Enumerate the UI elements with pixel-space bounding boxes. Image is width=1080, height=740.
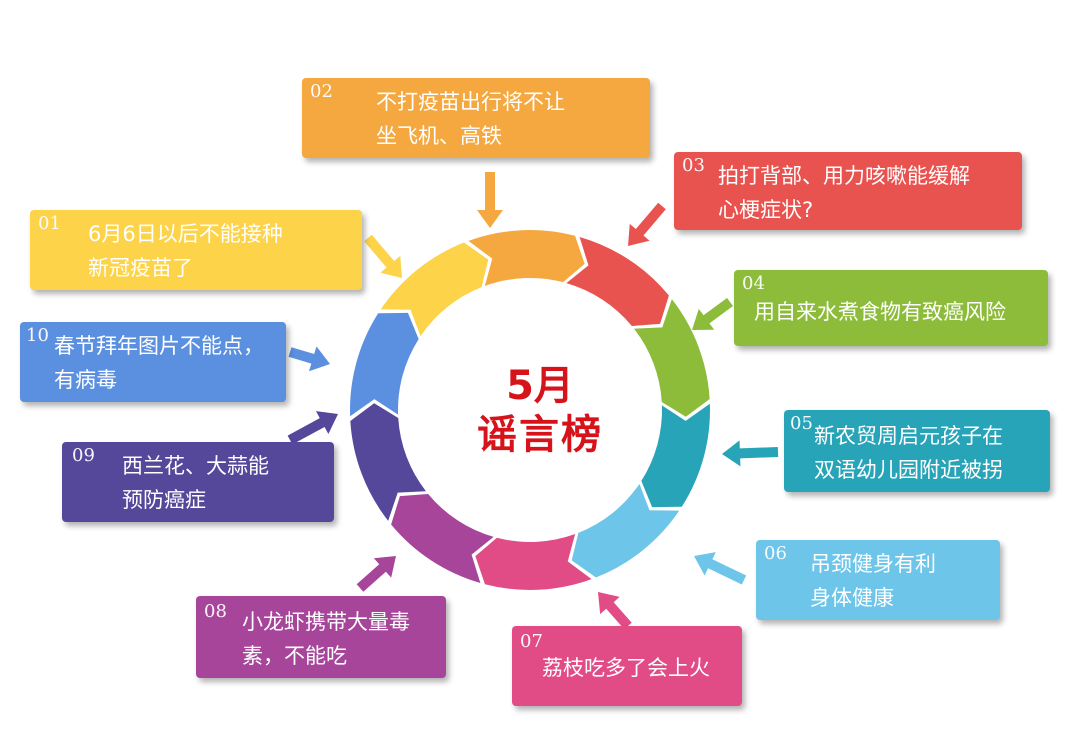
rumor-text-line2: 双语幼儿园附近被拐 xyxy=(814,458,1003,482)
rumor-number: 04 xyxy=(742,273,765,294)
rumor-text-line2: 坐飞机、高铁 xyxy=(376,124,502,148)
pointer-arrow-09 xyxy=(287,411,338,445)
pointer-arrow-05 xyxy=(722,440,779,467)
ring-segments xyxy=(350,229,710,591)
rumor-box-04: 04 用自来水煮食物有致癌风险 xyxy=(734,270,1048,346)
ring-segment-03 xyxy=(566,236,669,327)
ring-segment-09 xyxy=(350,403,426,521)
ring-segment-08 xyxy=(391,493,494,584)
center-title-month: 5月 xyxy=(506,363,574,409)
pointer-arrow-02 xyxy=(477,172,503,228)
rumor-box-08: 08 小龙虾携带大量毒 素，不能吃 xyxy=(196,596,446,678)
pointer-arrow-01 xyxy=(364,234,402,278)
rumor-text-line1: 不打疫苗出行将不让 xyxy=(376,90,565,114)
rumor-number: 05 xyxy=(790,413,813,434)
pointer-arrow-06 xyxy=(694,552,747,585)
center-title-heading: 谣言榜 xyxy=(477,412,603,458)
rumor-number: 02 xyxy=(310,81,333,102)
rumor-box-05: 05 新农贸周启元孩子在 双语幼儿园附近被拐 xyxy=(784,410,1050,492)
center-title: 5月 谣言榜 xyxy=(430,362,650,460)
rumor-number: 01 xyxy=(38,213,61,234)
rumor-text-line1: 用自来水煮食物有致癌风险 xyxy=(754,300,1006,324)
rumor-text-line2: 心梗症状? xyxy=(718,198,814,222)
rumor-number: 06 xyxy=(764,543,787,564)
pointer-arrow-04 xyxy=(692,297,733,330)
rumor-box-03: 03 拍打背部、用力咳嗽能缓解 心梗症状? xyxy=(674,152,1022,230)
rumor-text-line1: 新农贸周启元孩子在 xyxy=(814,424,1003,448)
rumor-text-line2: 有病毒 xyxy=(54,368,117,392)
rumor-text-line2: 素，不能吃 xyxy=(242,644,347,668)
rumor-box-02: 02 不打疫苗出行将不让 坐飞机、高铁 xyxy=(302,78,650,158)
pointer-arrow-03 xyxy=(628,202,666,246)
ring-segment-05 xyxy=(641,403,710,508)
rumor-text-line1: 西兰花、大蒜能 xyxy=(122,454,269,478)
rumor-number: 03 xyxy=(682,155,705,176)
rumor-text-line1: 荔枝吃多了会上火 xyxy=(542,656,710,680)
ring-segment-01 xyxy=(380,242,489,337)
pointer-arrow-08 xyxy=(356,556,396,592)
rumor-box-06: 06 吊颈健身有利 身体健康 xyxy=(756,540,1000,620)
pointer-arrows xyxy=(287,172,779,630)
rumor-text-line1: 春节拜年图片不能点， xyxy=(54,334,264,358)
rumor-text-line1: 6月6日以后不能接种 xyxy=(88,222,283,246)
rumor-number: 10 xyxy=(26,325,49,346)
rumor-text-line2: 预防癌症 xyxy=(122,488,206,512)
rumor-text-line2: 身体健康 xyxy=(810,586,894,610)
rumor-box-01: 01 6月6日以后不能接种 新冠疫苗了 xyxy=(30,210,362,290)
rumor-box-09: 09 西兰花、大蒜能 预防癌症 xyxy=(62,442,334,522)
pointer-arrow-07 xyxy=(598,592,632,630)
ring-segment-10 xyxy=(350,312,419,417)
pointer-arrow-10 xyxy=(288,346,330,372)
rumor-text-line1: 拍打背部、用力咳嗽能缓解 xyxy=(718,164,970,188)
ring-segment-06 xyxy=(571,483,680,578)
rumor-box-07: 07 荔枝吃多了会上火 xyxy=(512,626,742,706)
ring-segment-02 xyxy=(468,229,585,286)
rumor-text-line1: 吊颈健身有利 xyxy=(810,552,936,576)
ring-segment-04 xyxy=(634,299,710,417)
rumor-text-line1: 小龙虾携带大量毒 xyxy=(242,610,410,634)
rumor-text-line2: 新冠疫苗了 xyxy=(88,256,193,280)
rumor-number: 07 xyxy=(520,631,543,652)
rumor-number: 08 xyxy=(204,601,227,622)
ring-segment-07 xyxy=(475,534,592,591)
rumor-number: 09 xyxy=(72,445,95,466)
rumor-box-10: 10 春节拜年图片不能点， 有病毒 xyxy=(20,322,286,402)
